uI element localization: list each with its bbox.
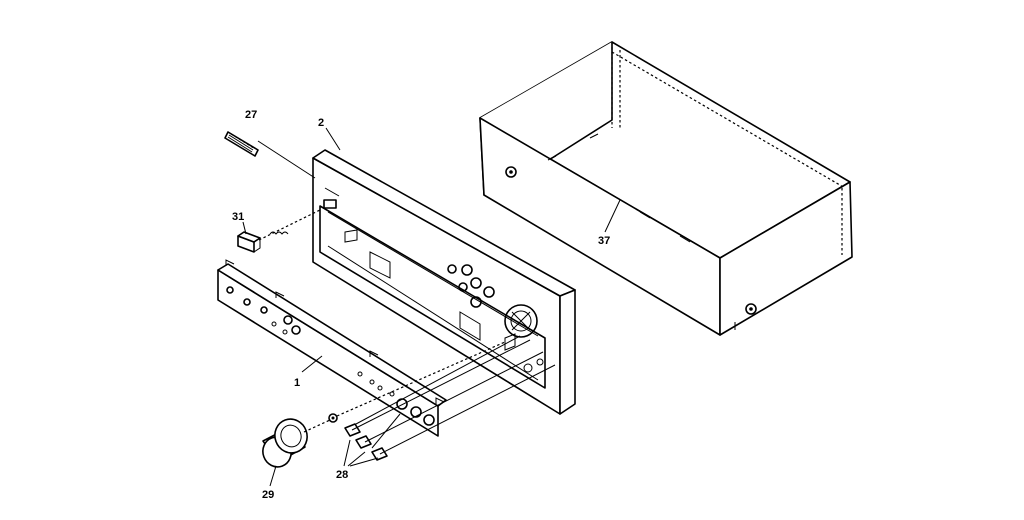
part-27-badge: [224, 131, 316, 179]
part-28-pushers: [344, 335, 556, 461]
callout-27: 27: [245, 109, 257, 121]
callout-31: 31: [232, 211, 244, 223]
callout-1: 1: [294, 377, 300, 389]
part-31-switch: [237, 209, 321, 253]
part-2-front-panel: [312, 149, 576, 415]
part-1-sub-panel: [217, 259, 447, 437]
callout-2: 2: [318, 117, 324, 129]
callout-leaders: [242, 127, 621, 487]
callout-28: 28: [336, 469, 348, 481]
part-37-cover: [479, 41, 853, 336]
part-29-knob: [262, 341, 506, 468]
callout-37: 37: [598, 235, 610, 247]
callout-29: 29: [262, 489, 274, 501]
